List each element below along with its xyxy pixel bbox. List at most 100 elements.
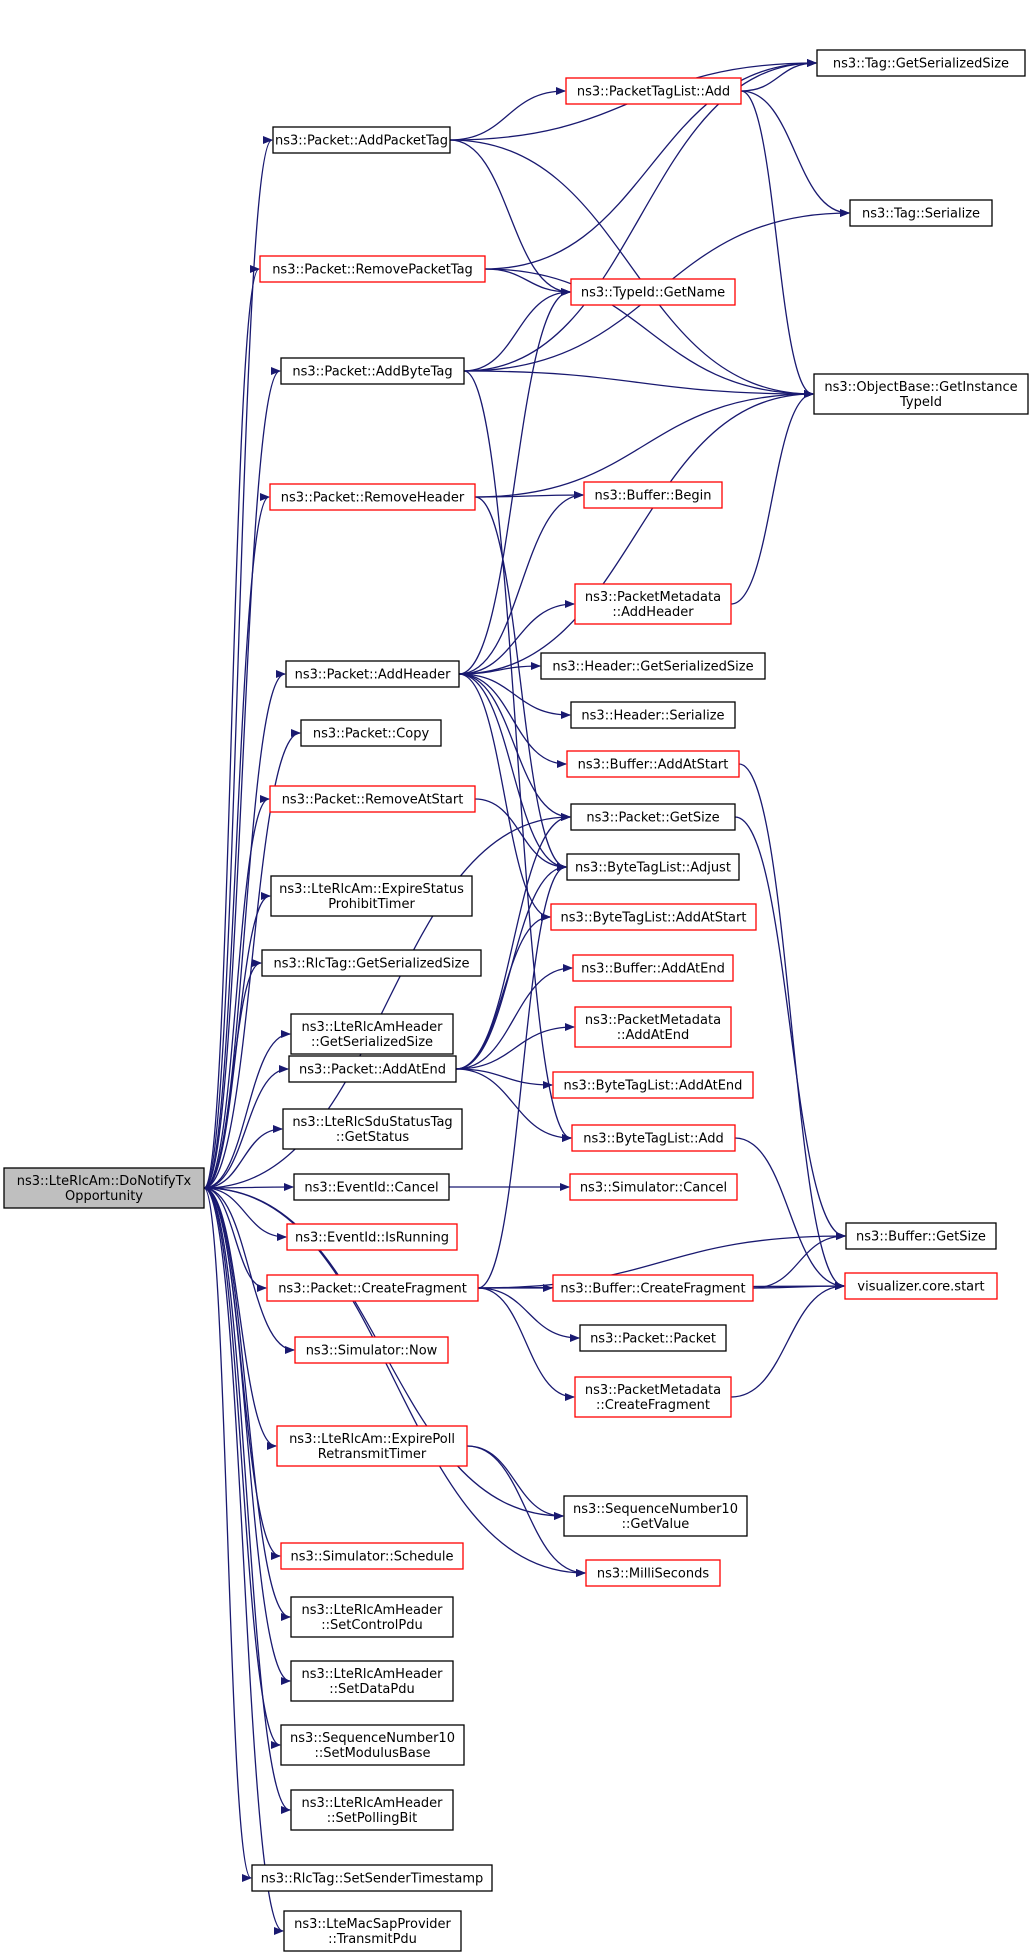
node-label: ns3::LteRlcAm::ExpirePoll bbox=[289, 1432, 455, 1447]
node-rlcTagSize[interactable]: ns3::RlcTag::GetSerializedSize bbox=[261, 949, 482, 977]
node-removePacketTag[interactable]: ns3::Packet::RemovePacketTag bbox=[259, 255, 486, 283]
edge-btlAdd-to-vizStart bbox=[734, 1137, 845, 1290]
node-pmAddHeader[interactable]: ns3::PacketMetadata::AddHeader bbox=[574, 583, 732, 625]
node-simCancel[interactable]: ns3::Simulator::Cancel bbox=[569, 1173, 738, 1201]
edge-root-to-setSenderTs bbox=[203, 1187, 252, 1882]
node-label: ns3::MilliSeconds bbox=[597, 1567, 710, 1582]
edge-addByteTag-to-instanceTypeId bbox=[463, 370, 814, 398]
node-label: ns3::RlcTag::SetSenderTimestamp bbox=[261, 1872, 484, 1887]
node-addAtEnd[interactable]: ns3::Packet::AddAtEnd bbox=[288, 1055, 457, 1083]
node-removeAtStart[interactable]: ns3::Packet::RemoveAtStart bbox=[269, 785, 476, 813]
edge-addPacketTag-to-typeIdName bbox=[449, 139, 571, 296]
node-headerSerialize[interactable]: ns3::Header::Serialize bbox=[570, 701, 736, 729]
node-bufferBegin[interactable]: ns3::Buffer::Begin bbox=[583, 481, 723, 509]
node-milliSeconds[interactable]: ns3::MilliSeconds bbox=[585, 1559, 721, 1587]
node-box bbox=[572, 954, 734, 982]
node-setModulus[interactable]: ns3::SequenceNumber10::SetModulusBase bbox=[280, 1724, 465, 1766]
node-bufCreateFragment[interactable]: ns3::Buffer::CreateFragment bbox=[552, 1274, 754, 1302]
node-addByteTag[interactable]: ns3::Packet::AddByteTag bbox=[280, 357, 465, 385]
node-label: ns3::Buffer::CreateFragment bbox=[560, 1282, 745, 1297]
edge-addHeader-to-headerSize bbox=[458, 662, 541, 675]
node-headerSize[interactable]: ns3::Header::GetSerializedSize bbox=[540, 652, 766, 680]
node-setDataPdu[interactable]: ns3::LteRlcAmHeader::SetDataPdu bbox=[290, 1660, 454, 1702]
node-box bbox=[565, 77, 742, 105]
node-box bbox=[285, 660, 460, 688]
node-box bbox=[294, 1336, 449, 1364]
node-simNow[interactable]: ns3::Simulator::Now bbox=[294, 1336, 449, 1364]
edge-addHeader-to-instanceTypeId bbox=[458, 390, 814, 675]
node-createFragment[interactable]: ns3::Packet::CreateFragment bbox=[266, 1274, 479, 1302]
node-schedule[interactable]: ns3::Simulator::Schedule bbox=[280, 1542, 464, 1570]
node-label: ns3::Buffer::AddAtStart bbox=[578, 758, 729, 773]
node-setSenderTs[interactable]: ns3::RlcTag::SetSenderTimestamp bbox=[251, 1864, 493, 1892]
node-box bbox=[283, 1910, 462, 1952]
node-typeIdName[interactable]: ns3::TypeId::GetName bbox=[570, 278, 736, 306]
node-box bbox=[293, 1173, 450, 1201]
node-label: ns3::Packet::AddByteTag bbox=[292, 365, 452, 380]
edge-root-to-isRunning bbox=[203, 1187, 287, 1241]
node-label: ns3::EventId::Cancel bbox=[304, 1181, 438, 1196]
node-pmCreateFragment[interactable]: ns3::PacketMetadata::CreateFragment bbox=[574, 1376, 732, 1418]
edge-tagListAdd-to-tagSerialize bbox=[740, 90, 850, 217]
edge-root-to-amHeaderSize bbox=[203, 1030, 291, 1189]
node-label: ns3::ObjectBase::GetInstance bbox=[824, 380, 1017, 395]
node-label: ::CreateFragment bbox=[596, 1398, 710, 1413]
node-label: ::SetPollingBit bbox=[327, 1811, 417, 1826]
edge-removeHeader-to-instanceTypeId bbox=[474, 390, 814, 498]
node-label: ns3::LteMacSapProvider bbox=[294, 1917, 451, 1932]
node-tagSerialize[interactable]: ns3::Tag::Serialize bbox=[849, 199, 993, 227]
node-label: ns3::Simulator::Schedule bbox=[290, 1550, 453, 1565]
node-label: ns3::Packet::CreateFragment bbox=[278, 1282, 467, 1297]
node-label: ns3::Packet::AddAtEnd bbox=[299, 1063, 446, 1078]
edge-removePacketTag-to-tagSize bbox=[484, 59, 817, 270]
node-setPollingBit[interactable]: ns3::LteRlcAmHeader::SetPollingBit bbox=[290, 1789, 454, 1831]
node-label: ::TransmitPdu bbox=[328, 1932, 417, 1947]
edge-addAtEnd-to-btlAddAtStart bbox=[455, 913, 551, 1070]
node-box bbox=[251, 1864, 493, 1892]
node-setControlPdu[interactable]: ns3::LteRlcAmHeader::SetControlPdu bbox=[290, 1596, 454, 1638]
node-amHeaderSize[interactable]: ns3::LteRlcAmHeader::GetSerializedSize bbox=[290, 1013, 454, 1055]
edge-addHeader-to-packetGetSize bbox=[458, 673, 571, 821]
node-label: ::SetModulusBase bbox=[314, 1746, 430, 1761]
edge-removePacketTag-to-instanceTypeId bbox=[484, 268, 814, 398]
node-packetCtor[interactable]: ns3::Packet::Packet bbox=[579, 1324, 727, 1352]
node-removeHeader[interactable]: ns3::Packet::RemoveHeader bbox=[269, 483, 476, 511]
node-label: ::SetDataPdu bbox=[329, 1682, 414, 1697]
node-sduStatus[interactable]: ns3::LteRlcSduStatusTag::GetStatus bbox=[282, 1108, 463, 1150]
node-btlAdd[interactable]: ns3::ByteTagList::Add bbox=[571, 1124, 736, 1152]
node-box bbox=[574, 583, 732, 625]
node-transmitPdu[interactable]: ns3::LteMacSapProvider::TransmitPdu bbox=[283, 1910, 462, 1952]
node-bufAddAtStart[interactable]: ns3::Buffer::AddAtStart bbox=[566, 750, 740, 778]
node-seqGetValue[interactable]: ns3::SequenceNumber10::GetValue bbox=[563, 1495, 748, 1537]
node-box bbox=[276, 1425, 468, 1467]
node-tagListAdd[interactable]: ns3::PacketTagList::Add bbox=[565, 77, 742, 105]
node-bufGetSize[interactable]: ns3::Buffer::GetSize bbox=[845, 1222, 997, 1250]
node-label: ::GetValue bbox=[622, 1517, 690, 1532]
node-box bbox=[290, 1789, 454, 1831]
node-pmAddAtEnd[interactable]: ns3::PacketMetadata::AddAtEnd bbox=[574, 1006, 732, 1048]
node-isRunning[interactable]: ns3::EventId::IsRunning bbox=[286, 1223, 458, 1251]
node-label: TypeId bbox=[899, 395, 942, 410]
node-copy[interactable]: ns3::Packet::Copy bbox=[300, 719, 442, 747]
node-label: ns3::LteRlcAm::ExpireStatus bbox=[279, 882, 464, 897]
edge-addAtEnd-to-btlAddAtEnd bbox=[455, 1068, 553, 1089]
node-addHeader[interactable]: ns3::Packet::AddHeader bbox=[285, 660, 460, 688]
node-tagSize[interactable]: ns3::Tag::GetSerializedSize bbox=[816, 49, 1026, 77]
node-box bbox=[270, 875, 473, 917]
node-box bbox=[844, 1272, 998, 1300]
edge-addByteTag-to-tagSize bbox=[463, 59, 817, 372]
node-btlAddAtStart[interactable]: ns3::ByteTagList::AddAtStart bbox=[550, 903, 757, 931]
node-btlAdjust[interactable]: ns3::ByteTagList::Adjust bbox=[566, 853, 740, 881]
node-eventCancel[interactable]: ns3::EventId::Cancel bbox=[293, 1173, 450, 1201]
node-btlAddAtEnd[interactable]: ns3::ByteTagList::AddAtEnd bbox=[552, 1071, 754, 1099]
node-packetGetSize[interactable]: ns3::Packet::GetSize bbox=[570, 803, 736, 831]
node-box bbox=[566, 750, 740, 778]
node-addPacketTag[interactable]: ns3::Packet::AddPacketTag bbox=[272, 126, 451, 154]
node-vizStart[interactable]: visualizer.core.start bbox=[844, 1272, 998, 1300]
edge-addHeader-to-bufferBegin bbox=[458, 491, 584, 675]
node-bufAddAtEnd[interactable]: ns3::Buffer::AddAtEnd bbox=[572, 954, 734, 982]
